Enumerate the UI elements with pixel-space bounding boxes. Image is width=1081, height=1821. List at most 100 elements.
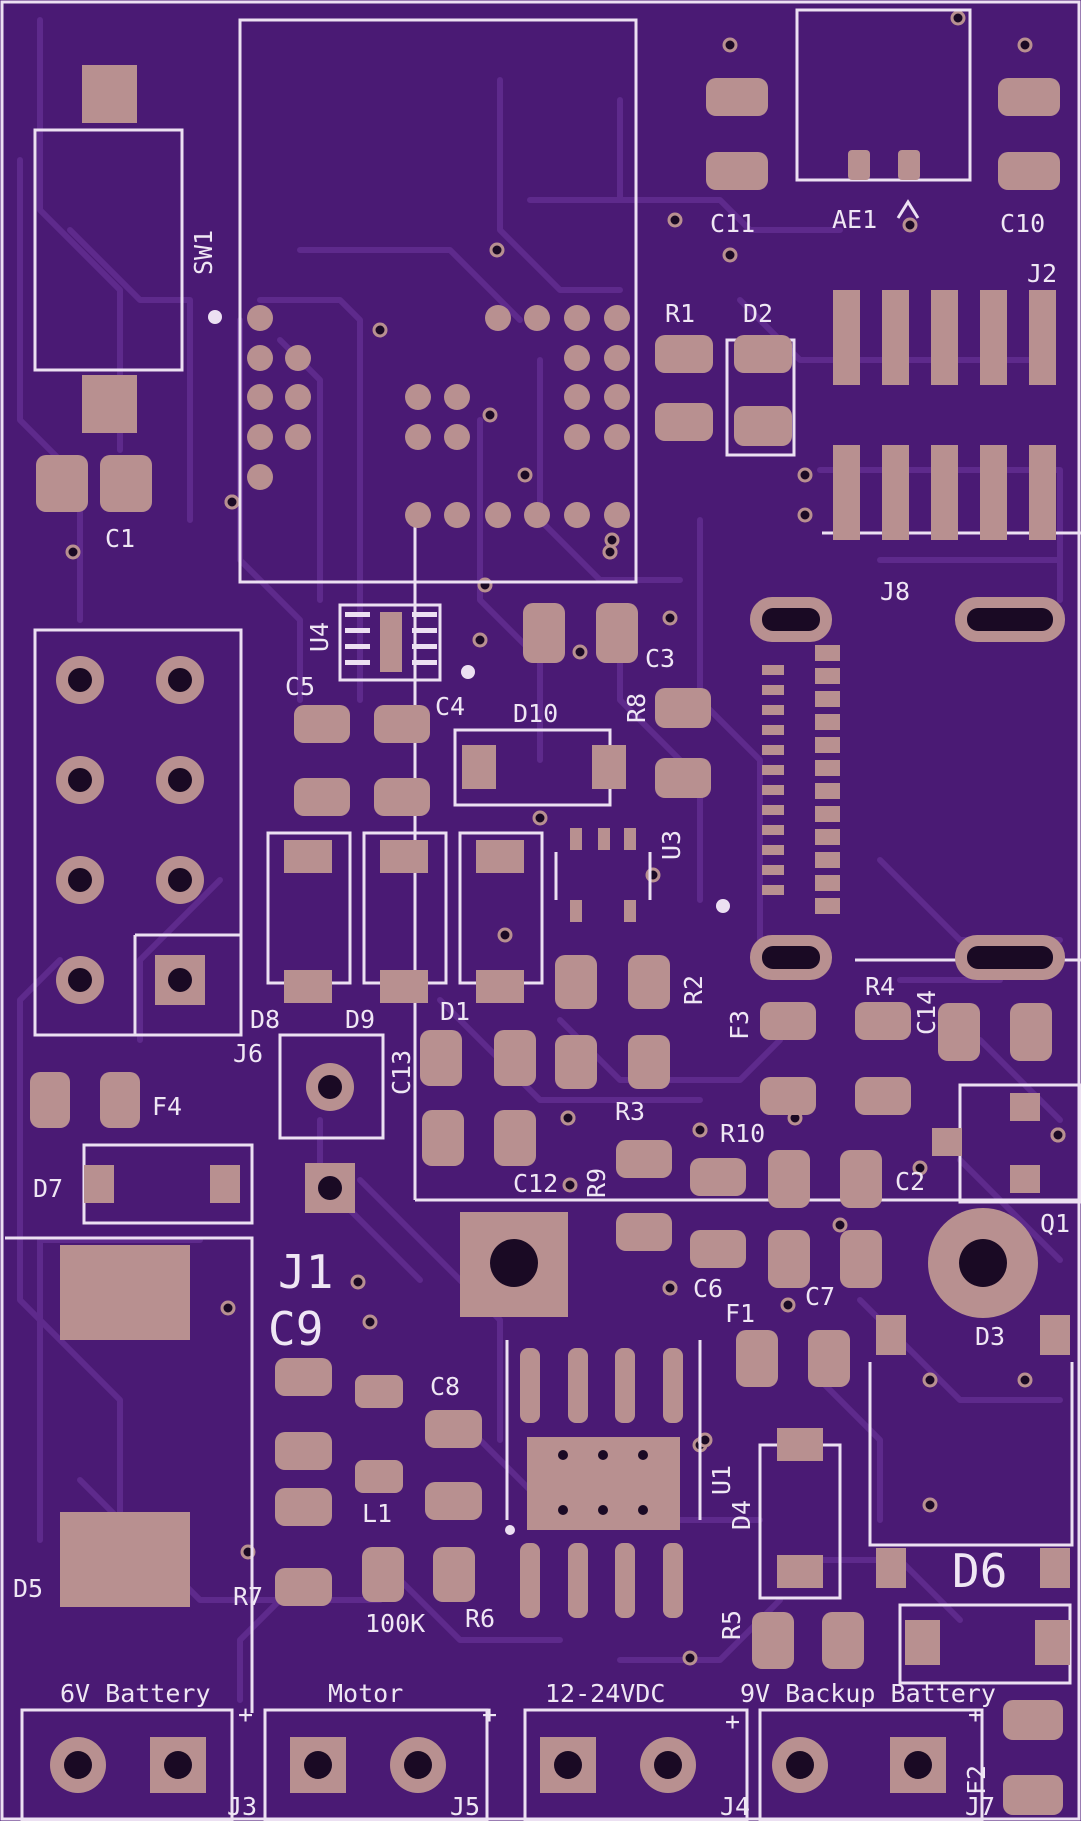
polarity-plus: + [968,1700,983,1729]
label-d3: D3 [975,1322,1005,1351]
pad [60,1512,190,1607]
polarity-plus: + [482,1700,497,1729]
u1-thermal-vias [558,1450,648,1515]
pad [462,745,496,789]
fiducial [208,310,222,324]
label-d7: D7 [33,1174,63,1203]
label-r2: R2 [679,975,708,1005]
pad [422,1110,464,1166]
connector-label-6v-battery: 6V Battery [60,1679,211,1708]
pad [30,1072,70,1128]
pad [1003,1775,1063,1815]
label-r1: R1 [665,299,695,328]
pad [706,78,768,116]
pad [628,1035,670,1089]
connector-label-9v-backup: 9V Backup Battery [740,1679,996,1708]
label-j1: J1 [278,1245,333,1299]
label-r5: R5 [717,1610,746,1640]
pad [294,778,350,816]
label-r3: R3 [615,1097,645,1126]
u4-footprint [338,603,442,682]
pad [555,955,597,1009]
pad [855,1077,911,1115]
pad [100,1072,140,1128]
pad [628,955,670,1009]
fiducial [716,899,730,913]
pad [706,152,768,190]
label-f4: F4 [152,1092,182,1121]
pad [655,335,713,373]
pad [616,1140,672,1178]
pad [822,1612,864,1669]
pad [355,1460,403,1493]
label-c12: C12 [513,1169,558,1198]
label-j8: J8 [880,577,910,606]
pad [655,758,711,798]
label-c9: C9 [268,1302,323,1356]
label-d10: D10 [513,699,558,728]
pad [777,1428,823,1461]
label-r7: R7 [233,1582,263,1611]
pin1-marker [896,199,920,219]
label-c2: C2 [895,1167,925,1196]
label-d9: D9 [345,1005,375,1034]
polarity-plus: + [238,1700,253,1729]
label-c3: C3 [645,644,675,673]
pad [734,335,792,373]
pad [768,1230,810,1288]
label-c13: C13 [387,1050,416,1095]
pad [736,1330,778,1387]
pad [355,1375,403,1408]
pad [1035,1620,1070,1665]
j1-pads [305,1063,355,1213]
connector-label-motor: Motor [328,1679,403,1708]
label-r10: R10 [720,1119,765,1148]
label-j3: J3 [227,1792,257,1821]
pad [374,778,430,816]
pad [898,150,920,180]
label-q1: Q1 [1040,1209,1070,1238]
label-c10: C10 [1000,209,1045,238]
label-u4: U4 [305,622,334,652]
label-d8: D8 [250,1005,280,1034]
pad [876,1315,906,1355]
label-r6: R6 [465,1604,495,1633]
pad [36,455,88,512]
label-c7: C7 [805,1282,835,1311]
pad [760,1002,816,1040]
module-pads [247,305,630,528]
pad [1003,1700,1063,1740]
u3-footprint [554,828,652,922]
label-c8: C8 [430,1372,460,1401]
bottom-connector-pads [50,1737,946,1793]
pad [938,1003,980,1061]
pad [655,688,711,728]
hole [490,1239,538,1287]
pad [425,1482,482,1520]
label-u1: U1 [707,1465,736,1495]
pad [840,1150,882,1208]
pad [100,455,152,512]
pad [294,705,350,743]
label-c4: C4 [435,692,465,721]
pad [82,65,137,123]
pad [768,1150,810,1208]
pad [752,1612,794,1669]
pad [808,1330,850,1387]
pad [494,1030,536,1086]
pad [420,1030,462,1086]
label-u3: U3 [657,830,686,860]
label-j6: J6 [233,1039,263,1068]
silkscreen-labels: SW1 C1 C11 AE1 C10 J2 R1 D2 U4 C3 J8 C5 … [13,205,1070,1821]
label-d2: D2 [743,299,773,328]
label-f2: F2 [962,1765,991,1795]
pad [655,403,713,441]
label-c6: C6 [693,1274,723,1303]
label-j5: J5 [450,1792,480,1821]
c9-pads [275,1358,332,1606]
label-r4: R4 [865,972,895,1001]
pad [848,150,870,180]
pad [777,1555,823,1588]
pad [1040,1315,1070,1355]
